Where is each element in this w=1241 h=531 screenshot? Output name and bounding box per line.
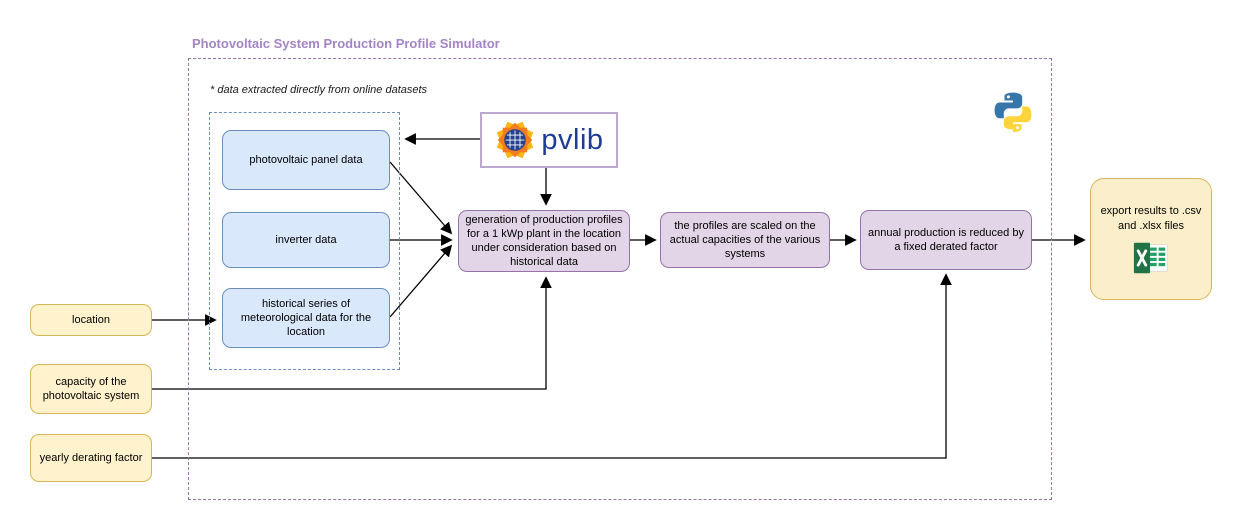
node-label: inverter data bbox=[275, 233, 337, 246]
node-location-input: location bbox=[30, 304, 152, 336]
node-label: export results to .csv and .xlsx files bbox=[1100, 205, 1202, 232]
connector-panel-to-generation bbox=[389, 161, 453, 235]
node-label: location bbox=[72, 313, 110, 326]
pvlib-wordmark: pvlib bbox=[541, 123, 604, 156]
node-export-results: export results to .csv and .xlsx files bbox=[1090, 178, 1212, 300]
sun-solar-panel-icon bbox=[497, 121, 534, 159]
node-profile-generation: generation of production profiles for a … bbox=[458, 210, 630, 272]
node-inverter-data: inverter data bbox=[222, 212, 390, 268]
node-profile-scaling: the profiles are scaled on the actual ca… bbox=[660, 212, 830, 268]
python-logo-icon bbox=[994, 92, 1032, 133]
connector-meteo-to-generation bbox=[389, 244, 453, 318]
node-derating-factor-input: yearly derating factor bbox=[30, 434, 152, 482]
diagram-title: Photovoltaic System Production Profile S… bbox=[192, 36, 500, 51]
datasets-footnote: * data extracted directly from online da… bbox=[210, 84, 428, 96]
node-label: capacity of the photovoltaic system bbox=[42, 375, 140, 402]
node-meteorological-data: historical series of meteorological data… bbox=[222, 288, 390, 348]
node-label: generation of production profiles for a … bbox=[465, 213, 623, 269]
connector-capacity-to-generation bbox=[152, 276, 552, 390]
node-label: yearly derating factor bbox=[39, 451, 143, 464]
node-label: historical series of meteorological data… bbox=[240, 297, 372, 339]
excel-logo-icon bbox=[1133, 242, 1168, 273]
node-label: photovoltaic panel data bbox=[249, 153, 363, 166]
node-derated-production: annual production is reduced by a fixed … bbox=[860, 210, 1032, 270]
simulator-group-frame bbox=[188, 58, 1052, 500]
node-label: the profiles are scaled on the actual ca… bbox=[669, 219, 821, 261]
node-photovoltaic-panel-data: photovoltaic panel data bbox=[222, 130, 390, 190]
connector-derating-to-derate bbox=[152, 273, 952, 459]
node-capacity-input: capacity of the photovoltaic system bbox=[30, 364, 152, 414]
online-datasets-group-frame bbox=[209, 112, 400, 370]
node-label: annual production is reduced by a fixed … bbox=[868, 226, 1024, 253]
pvlib-logo-box: pvlib bbox=[480, 112, 618, 168]
